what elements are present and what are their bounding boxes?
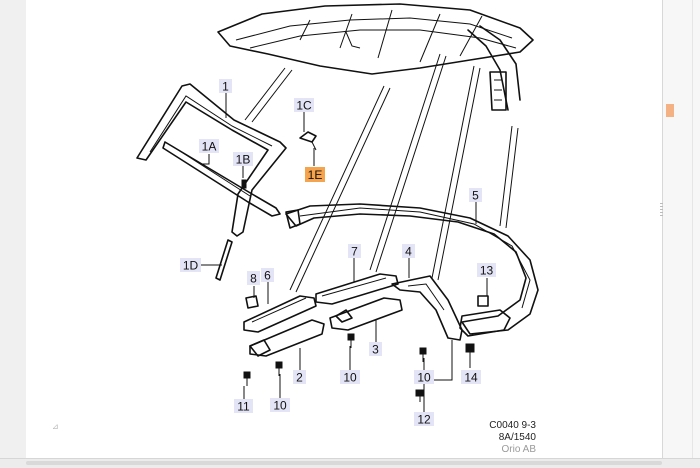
svg-text:1: 1 [222,80,229,94]
svg-text:2: 2 [296,371,303,385]
callout-7[interactable]: 7 [348,244,361,259]
diagram-code-caption: C0040 9-3 [489,420,536,431]
callout-1c[interactable]: 1C [294,98,314,113]
svg-text:8: 8 [250,272,257,286]
callout-8[interactable]: 8 [247,271,260,286]
fasteners-drawing [243,295,489,402]
trim-parts-drawing [243,273,511,357]
diagram-ref-caption: 8A/1540 [498,432,536,443]
callout-5[interactable]: 5 [469,188,482,203]
svg-text:11: 11 [237,400,250,414]
roof-frame-drawing [217,3,534,111]
accent-marker[interactable] [666,104,674,117]
callout-11[interactable]: 11 [234,399,253,414]
corner-mark-icon: ⊿ [52,422,59,431]
leader-lines [200,92,488,412]
svg-text:12: 12 [417,413,431,427]
svg-text:4: 4 [405,245,412,259]
callout-1b[interactable]: 1B [233,152,253,167]
svg-text:13: 13 [480,264,494,278]
left-gutter [0,0,26,460]
right-panel-divider [692,0,693,460]
callout-4[interactable]: 4 [402,244,415,259]
callout-10-left[interactable]: 10 [270,398,290,413]
svg-text:1B: 1B [236,153,251,167]
svg-text:1A: 1A [202,140,217,154]
svg-text:3: 3 [372,343,379,357]
callout-labels: 1 1C 1A 1B 1E 5 1D 7 4 13 8 6 3 2 10 10 … [180,79,496,427]
svg-text:10: 10 [343,371,357,385]
svg-text:1C: 1C [296,99,312,113]
horizontal-scrollbar-thumb[interactable] [26,461,662,465]
svg-text:10: 10 [417,371,431,385]
callout-3[interactable]: 3 [369,342,382,357]
callout-1a[interactable]: 1A [199,139,219,154]
callout-12[interactable]: 12 [414,412,434,427]
callout-1e[interactable]: 1E [305,167,325,182]
svg-text:14: 14 [464,371,478,385]
callout-2[interactable]: 2 [293,370,306,385]
callout-1[interactable]: 1 [219,79,232,94]
svg-text:6: 6 [264,269,271,283]
svg-text:5: 5 [472,189,479,203]
panel-resize-grip[interactable] [660,203,663,217]
callout-13[interactable]: 13 [477,263,496,278]
seal-5-drawing [285,203,539,335]
svg-text:7: 7 [351,245,358,259]
right-side-panel [662,0,700,460]
svg-text:10: 10 [273,399,287,413]
callout-1d[interactable]: 1D [180,258,201,273]
callout-10-right[interactable]: 10 [414,370,434,385]
diagram-owner-caption: Orio AB [501,444,536,455]
svg-text:1D: 1D [183,259,199,273]
callout-6[interactable]: 6 [261,268,274,283]
svg-text:1E: 1E [308,168,323,182]
callout-14[interactable]: 14 [461,370,481,385]
guide-lines [244,53,519,293]
callout-10-middle[interactable]: 10 [340,370,360,385]
